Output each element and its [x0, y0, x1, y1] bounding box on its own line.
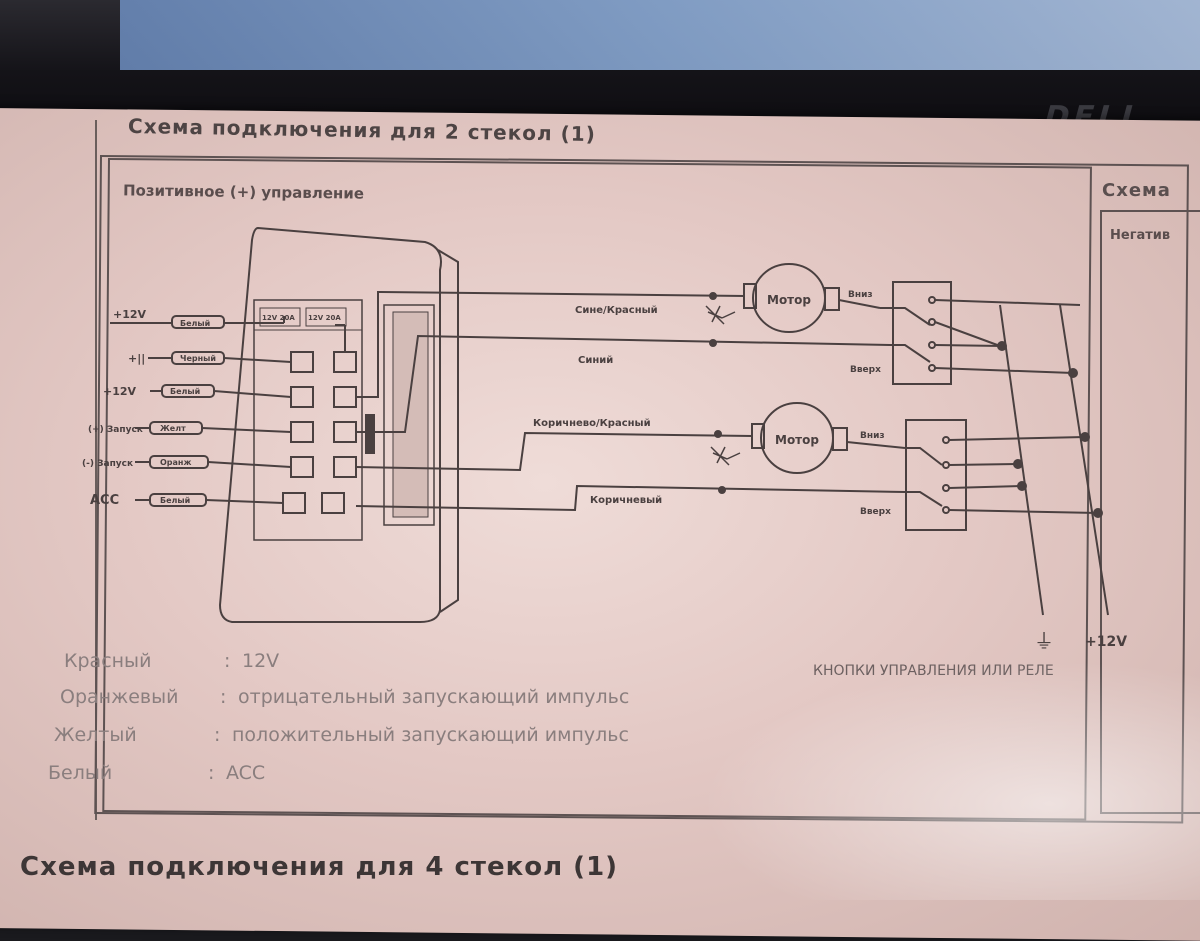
- fuse-label-6: Белый: [160, 496, 190, 505]
- legend-color-name: Оранжевый: [60, 686, 179, 708]
- wire-label-blue-red: Сине/Красный: [575, 305, 658, 316]
- plus-12v-label: +12V: [1085, 634, 1127, 650]
- switch-block-1: [892, 281, 952, 385]
- motor-2-down-label: Вниз: [860, 431, 885, 441]
- next-diagram-subtitle: Негатив: [1110, 228, 1171, 243]
- legend-color-name: Белый: [48, 762, 113, 784]
- input-label-5: (-) Запуск: [82, 459, 133, 469]
- plus-bus: [1059, 304, 1109, 616]
- fuse-slot: [259, 307, 301, 327]
- input-label-4: (+) Запуск: [88, 425, 143, 435]
- connector-block: [253, 299, 363, 541]
- input-label-1: +12V: [113, 308, 147, 321]
- module-side: [437, 249, 459, 613]
- fuse-label-2: Черный: [180, 354, 216, 363]
- margin-line: [95, 120, 97, 820]
- module-fuse-label-2: 12V 20A: [308, 314, 341, 322]
- section-title-4-windows: Схема подключения для 4 стекол (1): [20, 852, 619, 882]
- module-relay: [365, 414, 375, 454]
- legend-row-yellow: Желтый:положительный запускающий импульс: [54, 724, 629, 746]
- legend-row-red: Красный:12V: [64, 650, 280, 672]
- fuse-label-3: Белый: [170, 387, 200, 396]
- module-inner-panel: [383, 304, 435, 526]
- legend-color-desc: положительный запускающий импульс: [232, 724, 629, 746]
- legend-color-desc: отрицательный запускающий импульс: [238, 686, 630, 708]
- motor-1-label: Мотор: [767, 293, 811, 307]
- fuse-label-4: Желт: [160, 424, 186, 433]
- fuse-label-1: Белый: [180, 319, 210, 328]
- motor-1-down-label: Вниз: [848, 290, 873, 300]
- legend-color-desc: ACC: [226, 762, 266, 784]
- module-inner-panel-2: [392, 311, 429, 518]
- monitor-screen: [120, 0, 1200, 70]
- ground-bus: [999, 304, 1044, 616]
- module-body: [218, 226, 442, 623]
- legend-color-desc: 12V: [242, 650, 280, 672]
- switch-block-2: [905, 419, 967, 531]
- fuse-slot: [305, 307, 347, 327]
- legend-row-orange: Оранжевый:отрицательный запускающий импу…: [60, 686, 630, 708]
- wiring-schematic: +12V Белый +|| Черный +12V Белый (+) Зап…: [82, 226, 1127, 653]
- input-label-6: ACC: [90, 493, 119, 508]
- input-label-2: +||: [128, 352, 145, 365]
- motor-1-up-label: Вверх: [850, 365, 881, 375]
- wire-label-brown-red: Коричнево/Красный: [533, 418, 651, 429]
- wire-label-blue: Синий: [578, 355, 613, 366]
- input-label-3: +12V: [103, 385, 137, 398]
- section-title-next: Схема: [1102, 180, 1171, 201]
- ground-symbol: ⏚: [1034, 629, 1054, 653]
- legend-row-white: Белый:ACC: [48, 762, 266, 784]
- fuse-label-5: Оранж: [160, 458, 191, 467]
- motor-2-label: Мотор: [775, 433, 819, 447]
- control-buttons-caption: КНОПКИ УПРАВЛЕНИЯ ИЛИ РЕЛЕ: [813, 663, 1054, 679]
- module-fuse-label-1: 12V 20A: [262, 314, 295, 322]
- wire-label-brown: Коричневый: [590, 495, 662, 506]
- legend-color-name: Желтый: [54, 724, 137, 746]
- motor-2-up-label: Вверх: [860, 507, 891, 517]
- legend-color-name: Красный: [64, 650, 152, 672]
